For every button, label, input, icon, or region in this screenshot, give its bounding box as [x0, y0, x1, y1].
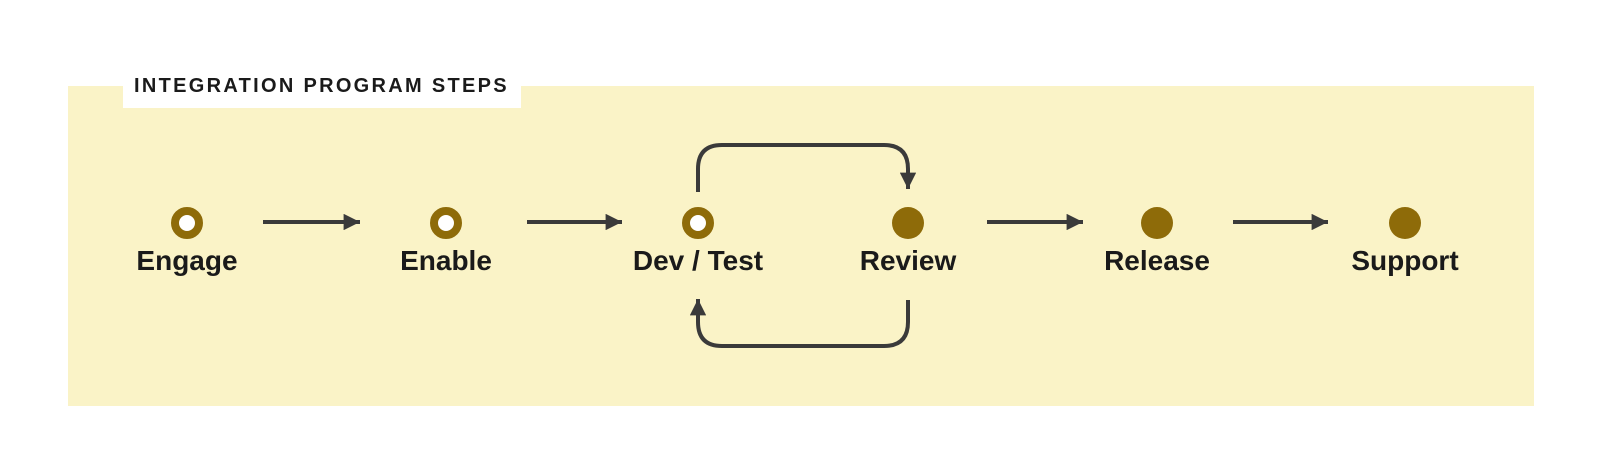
arrow-review-to-devtest-loop-back	[689, 299, 910, 348]
step-label: Dev / Test	[632, 245, 764, 276]
step-label: Support	[1351, 245, 1459, 276]
step-release: Release	[1057, 207, 1257, 277]
step-label: Enable	[400, 245, 492, 276]
arrow-devtest-to-review-loop-forward	[696, 143, 917, 192]
step-marker-icon	[430, 207, 462, 239]
step-label: Review	[859, 245, 957, 276]
diagram-title: INTEGRATION PROGRAM STEPS	[134, 75, 509, 97]
step-enable: Enable	[346, 207, 546, 277]
step-devtest: Dev / Test	[598, 207, 798, 277]
step-marker-icon	[682, 207, 714, 239]
step-label: Engage	[136, 245, 238, 276]
step-engage: Engage	[87, 207, 287, 277]
step-marker-icon	[1389, 207, 1421, 239]
diagram-title-box: INTEGRATION PROGRAM STEPS	[123, 66, 521, 108]
step-marker-icon	[892, 207, 924, 239]
diagram-panel	[68, 86, 1534, 406]
step-review: Review	[808, 207, 1008, 277]
step-support: Support	[1305, 207, 1505, 277]
step-marker-icon	[1141, 207, 1173, 239]
step-label: Release	[1104, 245, 1210, 276]
step-marker-icon	[171, 207, 203, 239]
